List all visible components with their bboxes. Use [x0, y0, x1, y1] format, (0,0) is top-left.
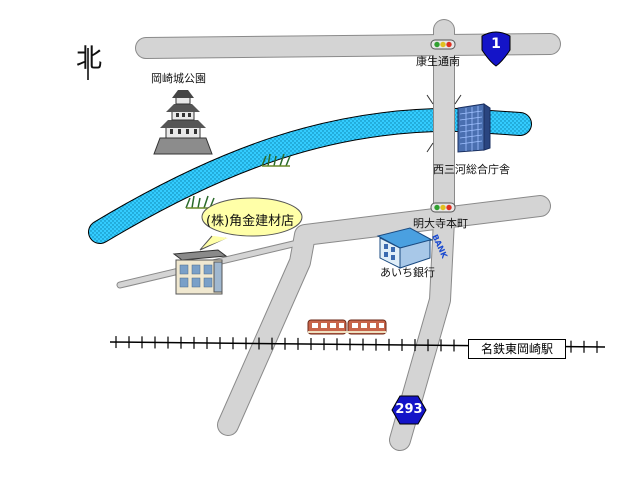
- bank-building-icon: BANK: [376, 227, 449, 269]
- office-building-icon: [457, 103, 491, 153]
- train-icon: [307, 319, 387, 335]
- traffic-light-icon: [430, 202, 456, 213]
- traffic-light-icon: [430, 39, 456, 50]
- castle-icon: [153, 90, 213, 155]
- route-1-shield-icon: [481, 31, 511, 67]
- shop-building-icon: [172, 249, 228, 295]
- route-293-shield-icon: [391, 395, 427, 425]
- office-label: 西三河総合庁舎: [433, 163, 510, 176]
- route-1-number: 1: [491, 36, 501, 52]
- bank-label: あいち銀行: [380, 266, 435, 279]
- river: [88, 107, 532, 244]
- bridge-marks: [426, 94, 462, 153]
- shop-callout: [199, 197, 303, 251]
- route-293-number: 293: [395, 402, 423, 417]
- north-label: 北: [76, 44, 103, 74]
- station-label: 名鉄東岡崎駅: [468, 339, 566, 359]
- myodaiji-label: 明大寺本町: [413, 217, 468, 230]
- kosei-dori-label: 康生通南: [416, 55, 460, 68]
- shop-label: (株)角金建材店: [206, 214, 295, 229]
- castle-park-label: 岡崎城公園: [151, 72, 206, 85]
